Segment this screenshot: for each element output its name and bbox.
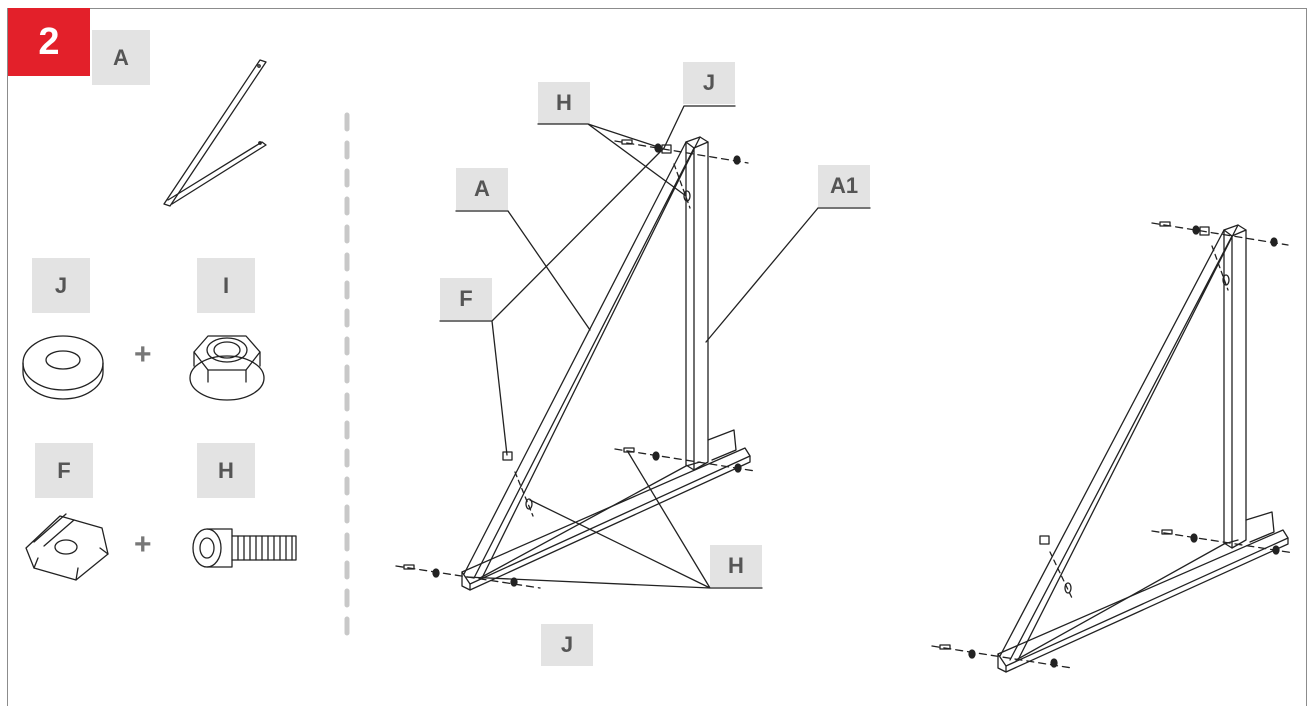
plus-sign: + bbox=[134, 338, 152, 371]
bolt-icon bbox=[192, 528, 297, 568]
diagram-frame bbox=[7, 8, 1307, 706]
callout-washer-bottom: J bbox=[541, 624, 593, 666]
part-label-nut: I bbox=[197, 258, 255, 313]
part-label-washer: J bbox=[32, 258, 90, 313]
part-label-rail: A bbox=[92, 30, 150, 85]
callout-rail-a1: A1 bbox=[818, 165, 870, 207]
part-label-bolt: H bbox=[197, 443, 255, 498]
washer-icon bbox=[22, 335, 104, 400]
callout-bolt-bottom: H bbox=[710, 545, 762, 587]
flange-nut-icon bbox=[189, 335, 265, 401]
step-number-badge: 2 bbox=[8, 8, 90, 76]
plus-sign: + bbox=[134, 528, 152, 561]
callout-slot-nut: F bbox=[440, 278, 492, 320]
assembled-frame-exploded bbox=[395, 105, 871, 591]
rail-part-icon bbox=[163, 59, 267, 207]
callout-washer-top: J bbox=[683, 62, 735, 104]
callout-bolt-top: H bbox=[538, 82, 590, 124]
callout-rail-a: A bbox=[456, 168, 508, 210]
slot-nut-icon bbox=[25, 513, 109, 581]
assembled-frame-complete bbox=[931, 221, 1295, 673]
part-label-slot-nut: F bbox=[35, 443, 93, 498]
